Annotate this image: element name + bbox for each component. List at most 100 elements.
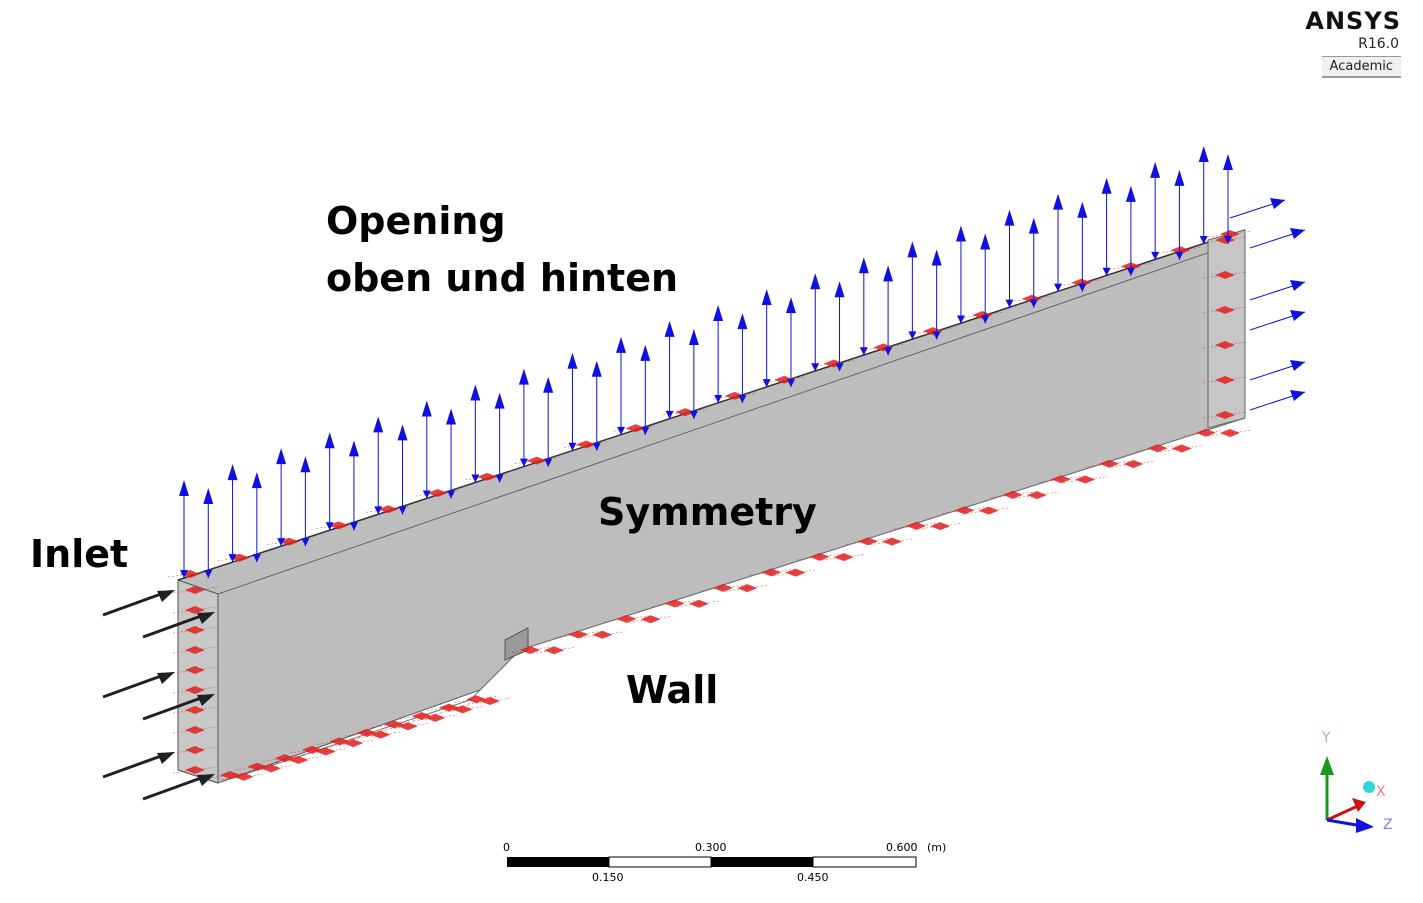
opening-arrow-tail [665, 410, 674, 419]
wall-marker [185, 646, 205, 654]
opening-arrow-head [834, 281, 845, 298]
wall-marker-line [1087, 460, 1132, 468]
opening-arrow-tail [277, 538, 286, 547]
wall-marker-line [1009, 295, 1054, 303]
annotation-opening: Opening oben und hinten [326, 193, 678, 307]
opening-arrow-head [1101, 177, 1112, 194]
wall-marker-line [507, 646, 553, 654]
wall-marker-line [1207, 230, 1253, 238]
scale-label-0600: 0.600 [886, 841, 918, 854]
wall-marker [1147, 444, 1168, 453]
brand-name: ANSYS [1305, 7, 1401, 35]
outlet-face[interactable] [1207, 229, 1246, 429]
opening-arrow-tail [592, 442, 601, 451]
wall-marker-line [1108, 263, 1153, 270]
opening-arrow-head [348, 440, 359, 457]
wall-marker [568, 630, 589, 639]
wall-marker-line [358, 731, 403, 738]
inlet-arrow-head [157, 672, 175, 684]
wall-marker [452, 705, 473, 714]
wall-marker [713, 583, 734, 592]
opening-arrow-head [980, 233, 991, 250]
opening-arrow-head [1198, 145, 1209, 162]
opening-arrow-head [276, 448, 287, 465]
brand-edition: Academic [1321, 56, 1401, 78]
outlet-arrow-head [1290, 310, 1305, 321]
opening-arrow-tail [1005, 299, 1014, 308]
wall-marker-line [894, 522, 939, 530]
wall-marker-line [821, 553, 866, 561]
opening-arrow-head [1150, 161, 1161, 178]
wall-marker-line [1202, 376, 1248, 384]
wall-marker [1215, 341, 1235, 349]
opening-arrow-tail [908, 331, 917, 340]
opening-arrow-group [179, 145, 1233, 579]
wall-marker-line [811, 360, 856, 367]
wall-marker [233, 772, 254, 781]
inlet-arrow-shaft [142, 696, 202, 721]
opening-arrow-tail [762, 379, 771, 388]
wall-marker-line [221, 773, 266, 781]
wall-marker-line [628, 615, 673, 623]
opening-arrow-tail [617, 426, 626, 435]
wall-marker-line [454, 695, 499, 703]
wall-marker-line [701, 584, 746, 592]
opening-arrow-tail [325, 522, 334, 531]
wall-marker [480, 697, 500, 705]
wall-marker-line [344, 729, 389, 737]
opening-arrow-tail [349, 522, 358, 531]
wall-marker-line [604, 615, 649, 623]
top-edge-back [217, 239, 1246, 595]
wall-marker-line [613, 424, 658, 432]
opening-arrow-tail [1029, 299, 1038, 308]
wall-marker-line [910, 327, 955, 335]
opening-arrow-tail [301, 538, 310, 547]
wall-marker [288, 755, 309, 764]
opening-arrow-head [300, 456, 311, 473]
wall-marker-line [440, 706, 485, 713]
wall-marker [397, 722, 418, 731]
outlet-arrow-head [1290, 280, 1305, 291]
wall-marker-line [1202, 306, 1248, 314]
opening-arrow-tail [519, 458, 528, 467]
axis-triad[interactable] [1320, 756, 1375, 833]
wall-marker [1215, 411, 1235, 419]
inlet-arrow-head [157, 590, 175, 602]
wall-marker [343, 739, 364, 748]
wall-marker-line [749, 569, 794, 576]
wall-marker-line [725, 584, 770, 592]
wall-marker-line [172, 726, 218, 734]
wall-marker-line [966, 507, 1011, 514]
opening-arrow-head [324, 432, 335, 449]
inlet-arrow-shaft [102, 754, 162, 779]
wall-marker [1170, 246, 1191, 255]
wall-marker [1215, 271, 1235, 279]
scale-unit: (m) [927, 841, 947, 854]
inlet-arrow-group [102, 590, 215, 801]
wall-marker [1195, 428, 1216, 437]
inlet-arrow-shaft [142, 776, 202, 801]
wall-marker [1071, 278, 1092, 287]
wall-marker-line [426, 704, 471, 711]
annotation-symmetry: Symmetry [598, 490, 817, 534]
opening-arrow-tail [568, 442, 577, 451]
opening-arrow-head [931, 249, 942, 266]
triad-label-x: X [1376, 784, 1386, 800]
wall-marker-line [290, 746, 335, 754]
wall-marker-line [1111, 460, 1156, 468]
wall-marker [857, 537, 878, 546]
wall-marker-line [870, 538, 915, 545]
opening-arrow-tail [689, 410, 698, 419]
wall-marker-line [467, 697, 513, 705]
wall-marker [1123, 460, 1144, 469]
opening-arrow-head [470, 384, 481, 401]
opening-arrow-tail [1151, 251, 1160, 260]
wall-marker [520, 646, 540, 654]
wall-marker-line [303, 748, 348, 755]
ansys-logo: ANSYS R16.0 Academic [1291, 6, 1401, 78]
scale-label-0450: 0.450 [797, 871, 829, 884]
wall-marker [261, 764, 282, 773]
wall-marker-line [413, 714, 458, 722]
opening-arrow-tail [447, 490, 456, 499]
